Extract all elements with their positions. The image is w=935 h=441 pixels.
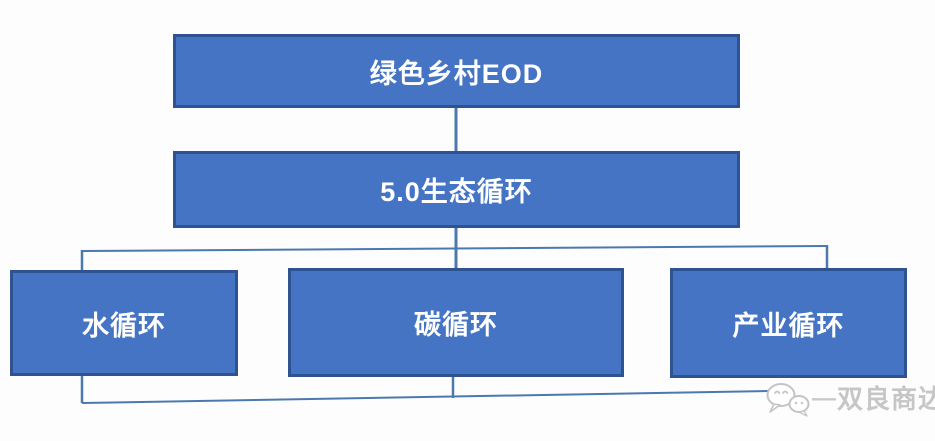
node-carbon-cycle: 碳循环 <box>288 268 624 377</box>
node-water-cycle: 水循环 <box>10 270 238 376</box>
node-industry-cycle: 产业循环 <box>670 268 907 378</box>
node-green-village-eod: 绿色乡村EOD <box>173 34 740 108</box>
node-eco-cycle-50: 5.0生态循环 <box>173 151 740 228</box>
watermark-dash: — <box>812 385 836 412</box>
node-water-cycle-label: 水循环 <box>82 310 166 341</box>
chat-bubbles-icon <box>766 383 810 417</box>
node-eco-cycle-50-label: 5.0生态循环 <box>380 177 533 207</box>
node-industry-cycle-label: 产业循环 <box>732 310 845 341</box>
watermark: — 双良商达 <box>764 381 935 417</box>
watermark-brand-text: 双良商达 <box>837 384 935 414</box>
node-carbon-cycle-label: 碳循环 <box>414 310 498 340</box>
node-green-village-eod-label: 绿色乡村EOD <box>369 58 544 89</box>
